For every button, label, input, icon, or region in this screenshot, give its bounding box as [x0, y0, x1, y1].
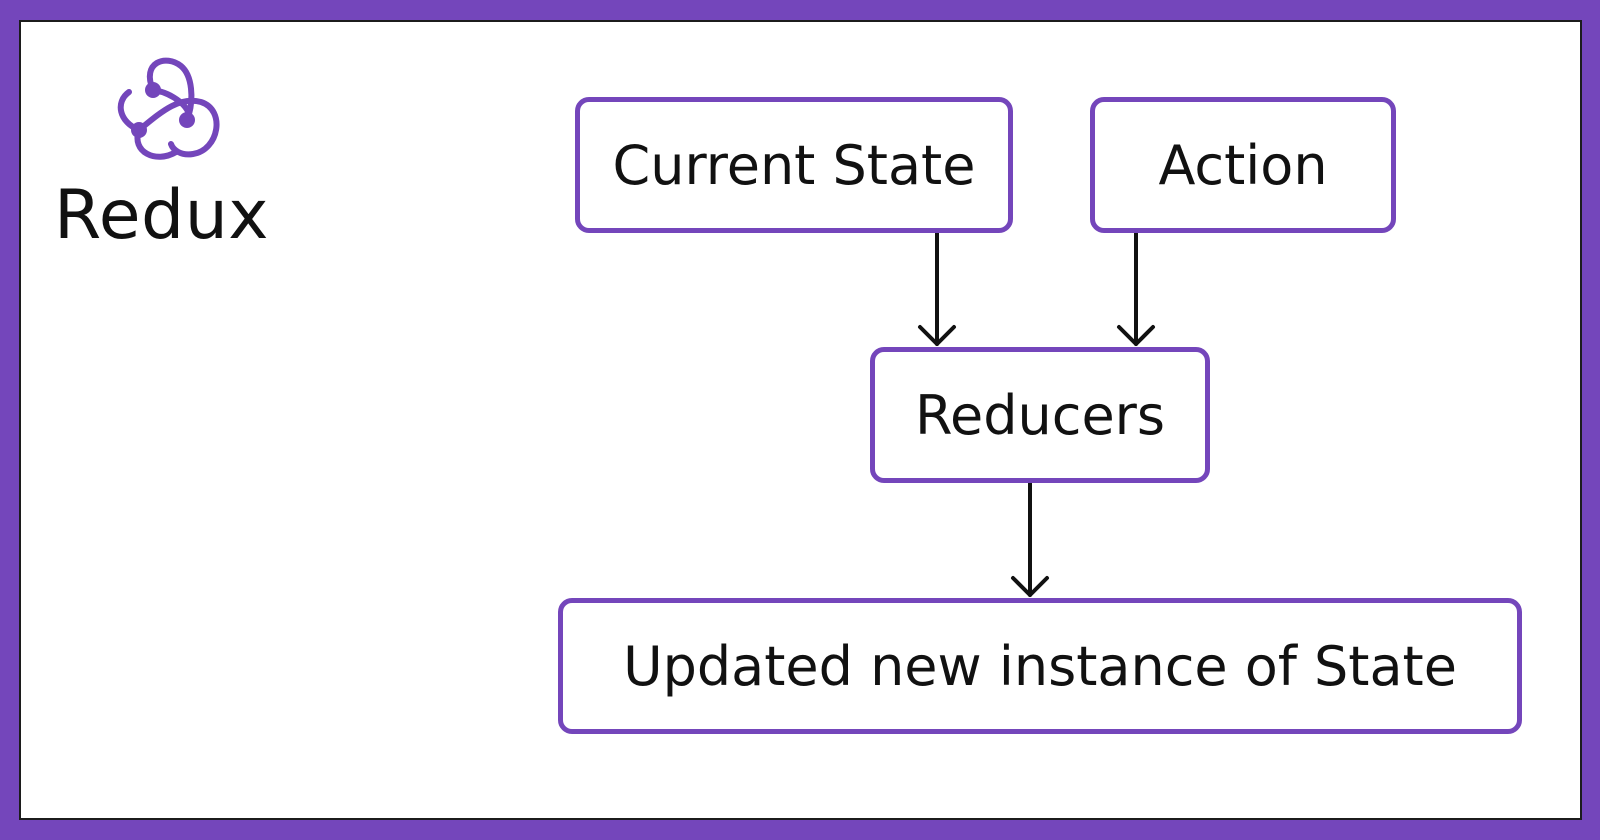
diagram-canvas: Redux Current State Action — [19, 20, 1582, 820]
node-current-state-label: Current State — [612, 133, 976, 197]
node-action: Action — [1090, 97, 1396, 233]
redux-logo-icon — [117, 57, 220, 160]
node-action-label: Action — [1158, 133, 1328, 197]
edge-current-to-reducers — [918, 231, 956, 346]
node-updated-state: Updated new instance of State — [558, 598, 1522, 734]
node-updated-state-label: Updated new instance of State — [623, 634, 1457, 698]
brand-name: Redux — [54, 176, 270, 255]
node-reducers: Reducers — [870, 347, 1210, 483]
node-reducers-label: Reducers — [914, 383, 1166, 447]
edge-action-to-reducers — [1117, 231, 1155, 346]
edge-reducers-to-updated — [1011, 481, 1049, 597]
node-current-state: Current State — [575, 97, 1013, 233]
